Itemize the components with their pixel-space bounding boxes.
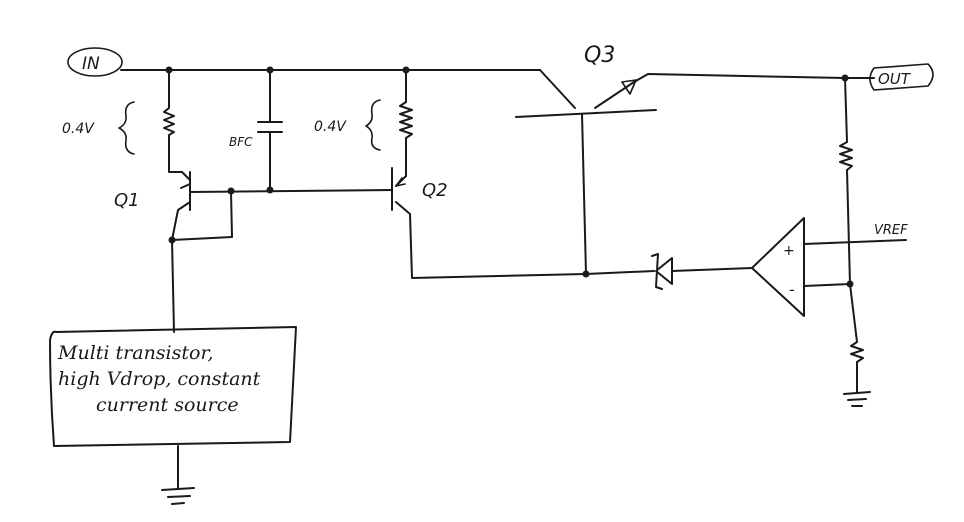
q1-emitter <box>180 171 191 189</box>
zener-cathode-wire <box>585 270 655 275</box>
note-line-3: current source <box>96 394 239 416</box>
q3-collector <box>539 69 576 109</box>
out-label: OUT <box>878 70 912 88</box>
vref-label: VREF <box>874 223 908 238</box>
in-label: IN <box>82 54 100 74</box>
resistor-left <box>163 69 183 173</box>
base-bias-wire <box>189 189 393 193</box>
ground-symbol-left <box>161 487 195 505</box>
current-source-box <box>49 326 297 447</box>
feedback-wire <box>803 283 851 287</box>
ground-symbol-right <box>843 391 871 407</box>
q1-collector <box>171 201 191 241</box>
vref-wire <box>803 239 907 245</box>
capacitor-bfc <box>257 69 283 191</box>
q2-emitter-arrow <box>395 177 406 187</box>
junction-dot <box>266 186 274 194</box>
out-terminal <box>869 63 934 91</box>
q3-label: Q3 <box>584 43 615 68</box>
q2-collector-wire <box>395 201 587 279</box>
divider-upper-resistor <box>839 77 853 285</box>
brace-right <box>365 99 381 151</box>
opamp-output-wire <box>671 267 753 272</box>
opamp-minus-label: - <box>789 280 795 299</box>
q1-diode-connect-wire <box>171 190 233 241</box>
cap-label: BFC <box>229 135 253 149</box>
opamp <box>751 217 805 317</box>
drop-left-label: 0.4V <box>62 121 95 137</box>
current-source-wire <box>171 239 175 333</box>
current-source-note: Multi transistor, high Vdrop, constant c… <box>58 340 290 418</box>
opamp-plus-label: + <box>783 243 795 259</box>
q1-label: Q1 <box>114 190 140 211</box>
q3-emitter-arrow <box>621 79 637 95</box>
note-line-2: high Vdrop, constant <box>58 368 261 390</box>
drop-right-label: 0.4V <box>314 119 347 135</box>
q3-emitter-wire <box>594 73 846 109</box>
in-terminal <box>67 47 123 77</box>
q2-label: Q2 <box>422 180 448 201</box>
brace-left <box>118 101 135 155</box>
note-line-1: Multi transistor, <box>58 342 214 364</box>
q3-base-bar <box>515 109 657 118</box>
divider-lower-resistor <box>849 283 864 393</box>
resistor-right <box>399 69 413 177</box>
q3-base-wire <box>581 113 587 275</box>
